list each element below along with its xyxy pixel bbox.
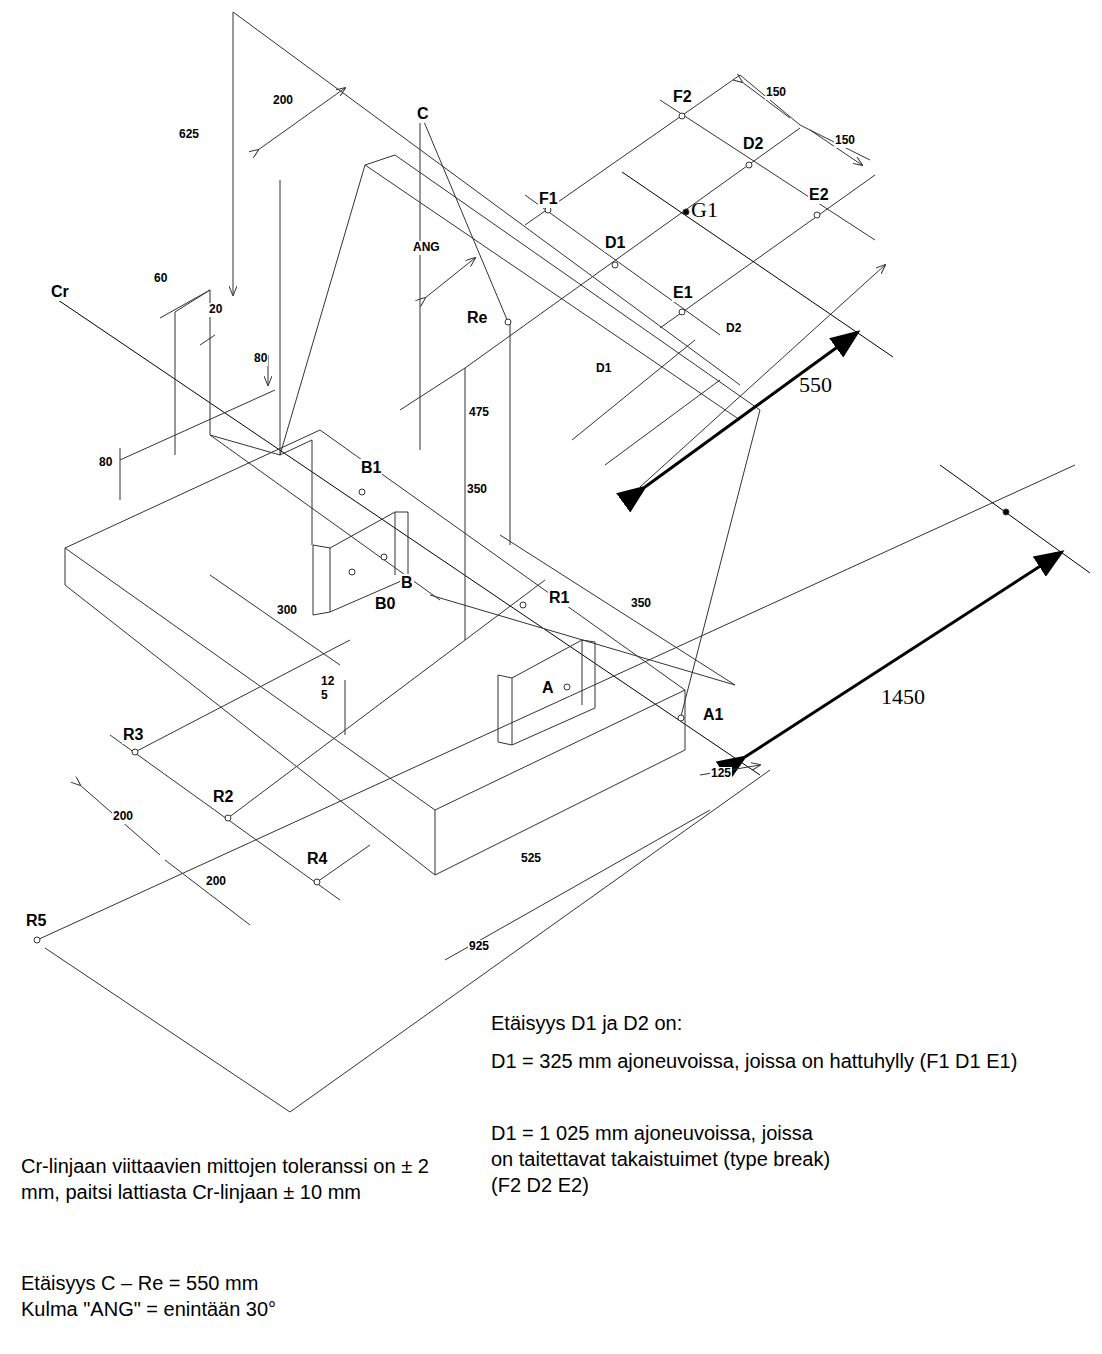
point-label: R4	[306, 850, 328, 868]
dimension-label: 525	[520, 852, 542, 866]
dimension-label: 300	[276, 604, 298, 618]
dimension-label: 350	[466, 483, 488, 497]
dimension-label: 200	[272, 94, 294, 108]
dimension-label: 1450	[880, 684, 926, 709]
dimension-label: D2	[725, 322, 742, 336]
dimension-label: 20	[208, 303, 223, 317]
dimension-label: 12 5	[320, 675, 338, 703]
dimension-label: 625	[178, 128, 200, 142]
point-label: B	[400, 574, 414, 592]
point-label: F1	[538, 190, 559, 208]
point-label: F2	[672, 88, 693, 106]
point-label: R5	[25, 912, 47, 930]
note-text: D1 = 1 025 mm ajoneuvoissa, joissa on ta…	[490, 1120, 837, 1198]
point-label: R1	[548, 589, 570, 607]
point-label: A	[541, 679, 555, 697]
dimension-label: 60	[153, 272, 168, 286]
dimension-label: 350	[630, 597, 652, 611]
point-label: Re	[466, 309, 488, 327]
point-label: R2	[212, 788, 234, 806]
dimension-label: 150	[765, 86, 787, 100]
dimension-label: 80	[98, 456, 113, 470]
note-text: Etäisyys D1 ja D2 on:	[490, 1010, 1052, 1036]
dimension-label: 80	[253, 352, 268, 366]
point-label: Cr	[50, 283, 70, 301]
note-text: Etäisyys C – Re = 550 mm	[20, 1270, 482, 1296]
point-label: B0	[374, 595, 396, 613]
point-label: D2	[742, 135, 764, 153]
dimension-label: 150	[834, 134, 856, 148]
dimension-label: 925	[468, 940, 490, 954]
point-label: C	[416, 105, 430, 123]
dimension-label: 550	[798, 372, 833, 397]
dimension-label: D1	[595, 362, 612, 376]
point-label: E1	[672, 284, 694, 302]
dimension-label: 475	[468, 406, 490, 420]
point-label: E2	[808, 186, 830, 204]
dimension-label: 125	[710, 767, 732, 781]
point-label: B1	[360, 459, 382, 477]
dimension-label: ANG	[412, 241, 441, 255]
note-text: Kulma "ANG" = enintään 30°	[20, 1296, 482, 1322]
dimension-label: 200	[205, 875, 227, 889]
note-text: D1 = 325 mm ajoneuvoissa, joissa on hatt…	[490, 1048, 1067, 1074]
dimension-label: G1	[690, 197, 719, 222]
point-label: D1	[604, 234, 626, 252]
note-text: Cr-linjaan viittaavien mittojen tolerans…	[20, 1153, 474, 1205]
point-label: R3	[122, 726, 144, 744]
dimension-label: 200	[112, 810, 134, 824]
point-label: A1	[702, 706, 724, 724]
